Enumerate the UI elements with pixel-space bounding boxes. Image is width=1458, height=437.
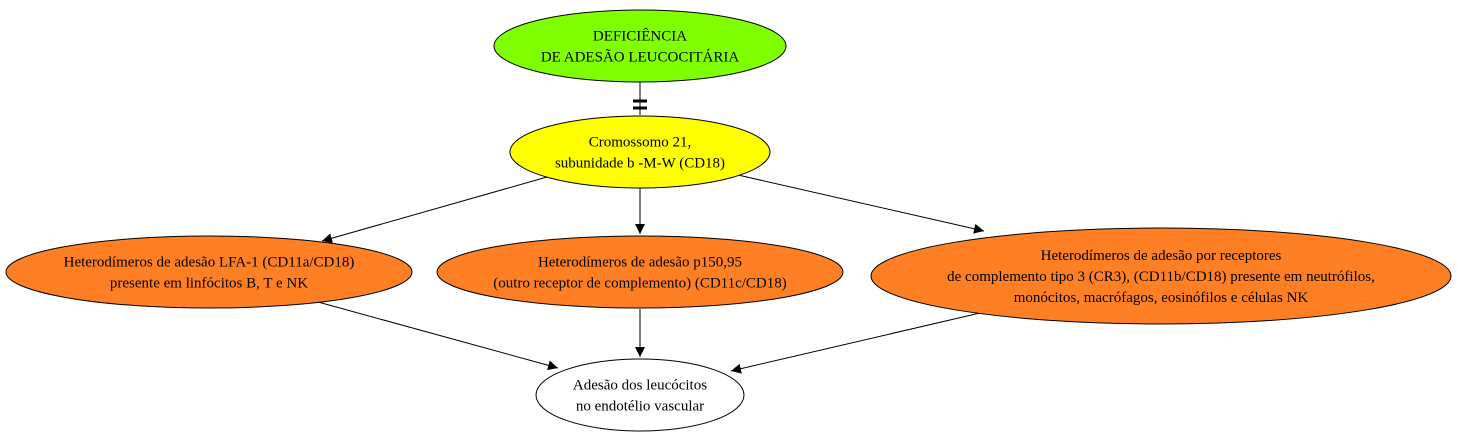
edge-line [321, 176, 548, 244]
node-label: de complemento tipo 3 (CR3), (CD11b/CD18… [947, 269, 1375, 285]
node-label: Heterodímeros de adesão p150,95 [538, 255, 742, 271]
node-label: no endotélio vascular [576, 399, 704, 415]
node-label: presente em linfócitos B, T e NK [110, 276, 308, 292]
edge-line [730, 312, 981, 374]
node-label: DE ADESÃO LEUCOCITÁRIA [541, 49, 739, 66]
node-label: monócitos, macrófagos, eosinófilos e cél… [1014, 290, 1309, 306]
node-p150: Heterodímeros de adesão p150,95 (outro re… [436, 235, 844, 309]
node-deficiencia: DEFICIÊNCIA DE ADESÃO LEUCOCITÁRIA [493, 9, 787, 83]
node-label: DEFICIÊNCIA [593, 28, 687, 45]
node-label: subunidade b -M-W (CD18) [555, 156, 725, 172]
edge-cromossomo-lfa1 [321, 176, 548, 244]
node-shape [509, 115, 771, 189]
edge-lfa1-adesao [317, 301, 559, 371]
node-shape [493, 9, 787, 83]
node-shape [535, 358, 745, 432]
node-label: Adesão dos leucócitos [573, 378, 707, 394]
edge-line [317, 301, 559, 371]
edge-line [737, 174, 985, 234]
node-shape [870, 227, 1452, 325]
edge-cr3-adesao [730, 312, 981, 374]
node-lfa1: Heterodímeros de adesão LFA-1 (CD11a/CD1… [5, 235, 413, 309]
node-shape [436, 235, 844, 309]
node-cr3: Heterodímeros de adesão por receptores de… [870, 227, 1452, 325]
edge-deficiencia-cromossomo [633, 82, 647, 115]
node-shape [5, 235, 413, 309]
node-label: Cromossomo 21, [589, 135, 692, 151]
edge-cromossomo-cr3 [737, 174, 985, 234]
node-adesao: Adesão dos leucócitos no endotélio vascul… [535, 358, 745, 432]
node-label: Heterodímeros de adesão LFA-1 (CD11a/CD1… [64, 255, 355, 271]
node-label: Heterodímeros de adesão por receptores [1041, 248, 1282, 264]
node-label: (outro receptor de complemento) (CD11c/C… [493, 276, 787, 292]
node-cromossomo: Cromossomo 21, subunidade b -M-W (CD18) [509, 115, 771, 189]
